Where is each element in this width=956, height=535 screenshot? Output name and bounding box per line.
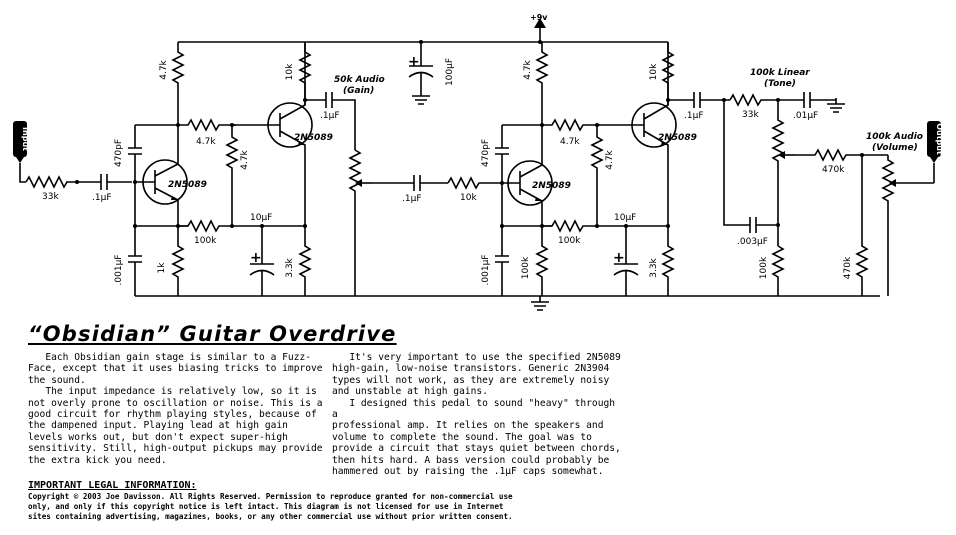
label-r-47k-b1: 4.7k: [196, 137, 216, 147]
output-label: Output: [935, 123, 944, 155]
label-r-470k-1: 470k: [822, 165, 845, 175]
output-jack: Output: [927, 121, 944, 163]
label-r-33k-tone: 33k: [742, 110, 759, 120]
label-c-01-mid: .1µF: [402, 194, 422, 204]
label-c-470p-1: 470pF: [114, 139, 124, 167]
capacitor-c-10u-1: +: [249, 226, 275, 296]
label-r-47k-c3: 4.7k: [523, 59, 533, 79]
resistor-r-47k-c1: [171, 42, 185, 125]
label-c-001-1: .001µF: [114, 255, 124, 286]
label-pot-tone-sub: (Tone): [764, 79, 796, 89]
resistor-r-47k-v1: [225, 125, 239, 226]
label-r-10k-mid: 10k: [460, 193, 477, 203]
label-pot-vol-sub: (Volume): [872, 143, 918, 153]
resistor-r-1k: [171, 226, 185, 296]
potentiometer-gain: [348, 149, 372, 296]
legal-text: Copyright © 2003 Joe Davisson. All Right…: [28, 492, 513, 521]
resistor-r-47k-b3: [542, 118, 600, 132]
ground-symbol: [827, 98, 845, 113]
transistor-q1: 2N5089: [135, 125, 207, 226]
transistor-q2: 2N5089: [232, 42, 333, 226]
supply-rail: [178, 18, 668, 43]
svg-text:+: +: [250, 250, 262, 266]
label-r-470k-2: 470k: [843, 256, 853, 279]
ground-symbol: [531, 296, 549, 311]
label-pot-tone: 100k Linear: [750, 68, 810, 78]
label-r-47k-c1: 4.7k: [159, 59, 169, 79]
label-r-33k-e4: 3.3k: [649, 257, 659, 277]
resistor-r-47k-b1: [178, 118, 236, 132]
svg-text:+: +: [408, 54, 420, 70]
label-r-100k-fb1: 100k: [194, 236, 217, 246]
label-c-100u: 100µF: [445, 58, 455, 86]
resistor-r-33k-e4: [661, 226, 675, 296]
resistor-r-470k-2: [855, 155, 869, 296]
label-c-003: .003µF: [737, 237, 768, 247]
ground-symbol: [412, 82, 430, 105]
label-r-47k-v3: 4.7k: [605, 149, 615, 169]
resistor-r-100k-fb3: [542, 219, 668, 233]
label-r-1k: 1k: [157, 262, 167, 274]
label-c-01-tone: .01µF: [793, 111, 818, 121]
label-c-001-2: .001µF: [481, 255, 491, 286]
input-label: Input: [21, 127, 30, 151]
resistor-r-100k-fb1: [178, 219, 305, 233]
label-c-in: .1µF: [92, 193, 112, 203]
resistor-r-33k-tone: [729, 93, 804, 107]
label-q2: 2N5089: [294, 133, 333, 143]
label-r-10k-c2: 10k: [285, 63, 295, 80]
transistor-q3: 2N5089: [500, 125, 571, 226]
potentiometer-volume: [881, 155, 934, 296]
resistor-r-33k-e2: [298, 226, 312, 296]
capacitor-c-100u: +: [408, 42, 434, 82]
label-r-47k-v1: 4.7k: [240, 149, 250, 169]
label-c-01-gain: .1µF: [320, 111, 340, 121]
label-supply: +9v: [530, 13, 548, 22]
label-pot-gain-sub: (Gain): [343, 86, 374, 96]
potentiometer-tone: [771, 100, 795, 225]
resistor-r-10k-c4: [661, 42, 675, 105]
resistor-r-47k-c3: [535, 42, 549, 125]
label-c-10u-2: 10µF: [614, 213, 636, 223]
label-q4: 2N5089: [658, 133, 697, 143]
label-c-01-out: .1µF: [684, 111, 704, 121]
label-r-100k-tone: 100k: [759, 256, 769, 279]
label-pot-gain: 50k Audio: [334, 75, 385, 85]
resistor-r-10k-mid: [447, 176, 500, 190]
label-r-in: 33k: [42, 192, 59, 202]
label-r-10k-c4: 10k: [649, 63, 659, 80]
input-jack: Input: [13, 121, 30, 163]
label-r-47k-b3: 4.7k: [560, 137, 580, 147]
capacitor-c-10u-2: +: [613, 226, 639, 296]
label-pot-vol: 100k Audio: [866, 132, 923, 142]
page-title: “Obsidian” Guitar Overdrive: [28, 322, 397, 346]
label-r-33k-e2: 3.3k: [285, 257, 295, 277]
article-column-1: Each Obsidian gain stage is similar to a…: [28, 352, 323, 466]
article-column-2: It's very important to use the specified…: [332, 352, 621, 478]
label-q1: 2N5089: [168, 180, 207, 190]
resistor-r-47k-v3: [590, 125, 604, 226]
schematic-diagram: Input 33k .1µF 470pF .001µF 2N5089 4.7k …: [13, 13, 944, 311]
label-c-10u-1: 10µF: [250, 213, 272, 223]
label-c-470p-2: 470pF: [481, 139, 491, 167]
resistor-r-in: [25, 175, 68, 189]
svg-text:+: +: [613, 250, 625, 266]
label-r-100k-fb3: 100k: [558, 236, 581, 246]
resistor-r-470k-1: [795, 148, 888, 162]
resistor-r-10k-c2: [298, 42, 312, 105]
transistor-q4: 2N5089: [597, 42, 697, 226]
resistor-r-100k-tone: [771, 245, 785, 296]
label-q3: 2N5089: [532, 181, 571, 191]
label-r-100k-e3: 100k: [521, 256, 531, 279]
resistor-r-100k-e3: [535, 226, 549, 296]
legal-heading: IMPORTANT LEGAL INFORMATION:: [28, 480, 197, 491]
